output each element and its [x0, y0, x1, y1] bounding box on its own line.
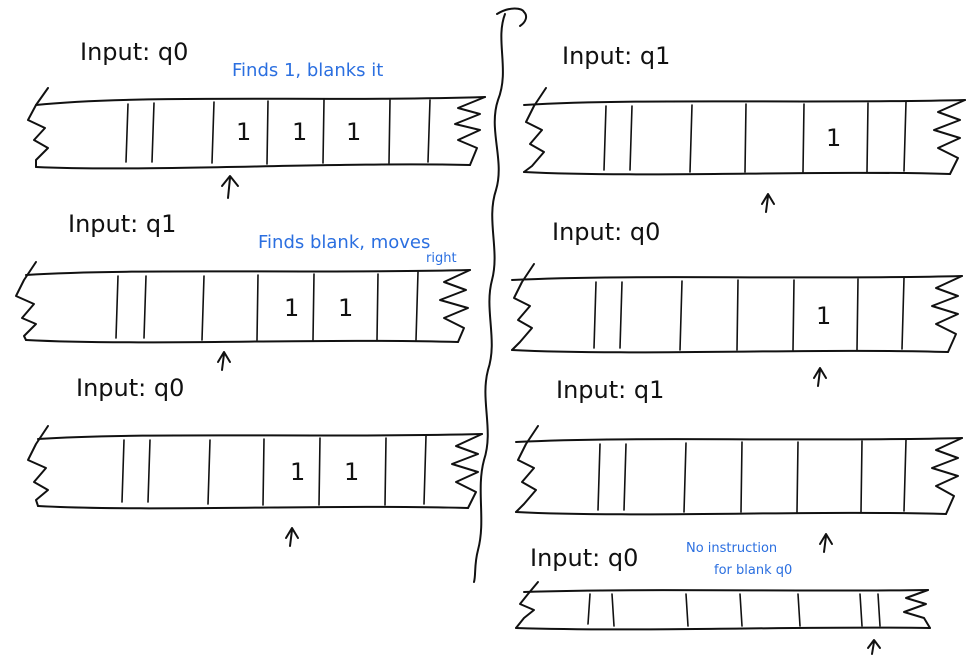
head-arrow: [217, 351, 231, 371]
tape-cell-divider: [322, 99, 325, 164]
tape-symbol: 1: [290, 458, 305, 486]
step-label: Input: q0: [80, 38, 188, 66]
head-arrow: [285, 527, 299, 547]
column-divider: [473, 13, 506, 583]
tape-symbol: 1: [816, 302, 831, 330]
tape-cell-divider: [427, 99, 431, 163]
tape-cell-divider: [266, 100, 269, 165]
tape: 1 1 1: [27, 87, 486, 170]
step-label: Input: q1: [562, 42, 670, 70]
tape-cell-divider: [211, 101, 215, 164]
tape-symbol: 1: [344, 458, 359, 486]
tape: 1 1: [27, 425, 483, 510]
step-note-continued: right: [426, 251, 457, 266]
head-arrow: [819, 533, 833, 553]
tape-symbol: 1: [292, 118, 307, 146]
tape: 1 1: [15, 261, 471, 344]
head-arrow: [813, 367, 827, 387]
tape-symbol: 1: [338, 294, 353, 322]
step-label: Input: q0: [76, 374, 184, 402]
step-note: No instruction: [686, 541, 777, 556]
head-arrow: [221, 175, 239, 199]
step-label: Input: q0: [552, 218, 660, 246]
step-note: Finds 1, blanks it: [232, 60, 383, 81]
step-note: Finds blank, moves: [258, 232, 430, 253]
tape: [515, 581, 931, 631]
tape: 1: [523, 87, 966, 176]
step-label: Input: q0: [530, 544, 638, 572]
head-arrow: [761, 193, 775, 213]
tape: [515, 425, 963, 516]
tape-cell-divider: [125, 103, 129, 163]
head-arrow: [867, 639, 881, 655]
step-label: Input: q1: [556, 376, 664, 404]
tape-cell-divider: [151, 102, 155, 163]
tape: 1: [511, 263, 963, 354]
step-note-continued: for blank q0: [714, 563, 792, 578]
tape-symbol: 1: [346, 118, 361, 146]
tape-symbol: 1: [236, 118, 251, 146]
step-label: Input: q1: [68, 210, 176, 238]
divider-top-curl: [496, 7, 528, 27]
tape-symbol: 1: [284, 294, 299, 322]
tape-symbol: 1: [826, 124, 841, 152]
tape-cell-divider: [388, 99, 391, 164]
